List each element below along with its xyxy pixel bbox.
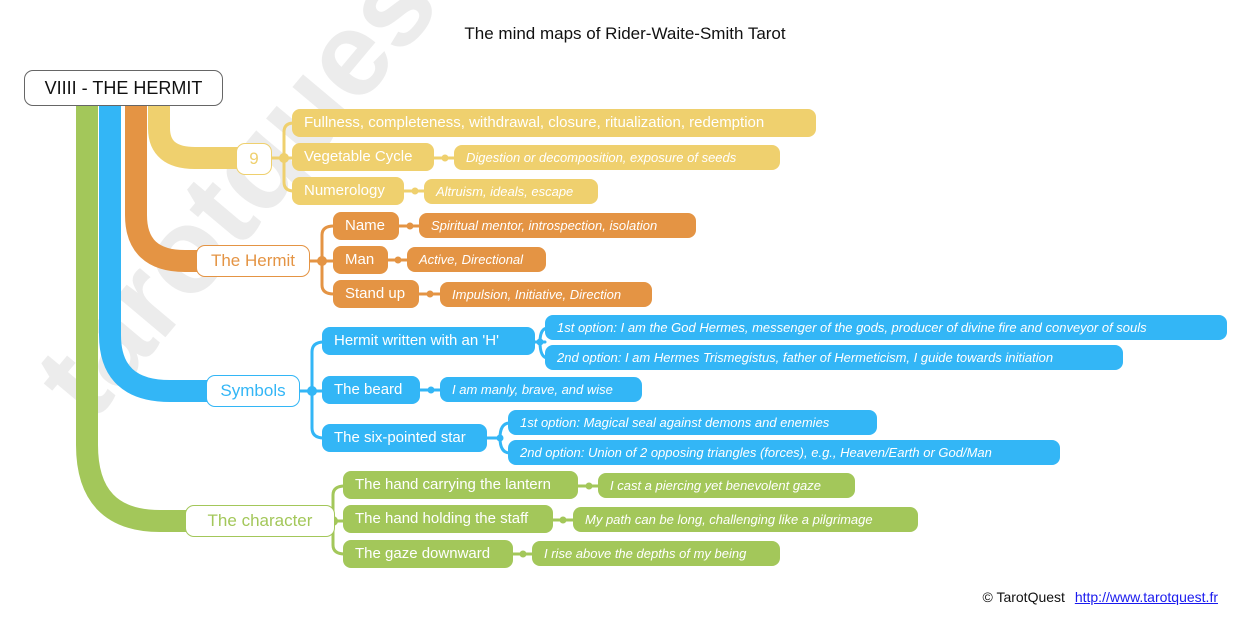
node-stand-up[interactable]: Stand up <box>333 280 419 308</box>
detail-hermit-h-1[interactable]: 1st option: I am the God Hermes, messeng… <box>545 315 1227 340</box>
detail-man[interactable]: Active, Directional <box>407 247 546 272</box>
node-fullness[interactable]: Fullness, completeness, withdrawal, clos… <box>292 109 816 137</box>
footer: © TarotQuest http://www.tarotquest.fr <box>983 589 1219 605</box>
node-symbols[interactable]: Symbols <box>206 375 300 407</box>
node-six-pointed-star[interactable]: The six-pointed star <box>322 424 487 452</box>
detail-gaze[interactable]: I rise above the depths of my being <box>532 541 780 566</box>
node-the-hermit[interactable]: The Hermit <box>196 245 310 277</box>
page-title: The mind maps of Rider-Waite-Smith Tarot <box>464 24 786 43</box>
branch-symbols-line <box>99 89 219 402</box>
copyright: © TarotQuest <box>982 589 1065 605</box>
branch-hermit-line <box>125 89 209 272</box>
website-link[interactable]: http://www.tarotquest.fr <box>1074 589 1218 605</box>
node-hermit-h[interactable]: Hermit written with an 'H' <box>322 327 535 355</box>
node-numerology[interactable]: Numerology <box>292 177 404 205</box>
detail-stand-up[interactable]: Impulsion, Initiative, Direction <box>440 282 652 307</box>
branch-number-line <box>148 89 249 169</box>
detail-numerology[interactable]: Altruism, ideals, escape <box>424 179 598 204</box>
detail-vegetable-cycle[interactable]: Digestion or decomposition, exposure of … <box>454 145 780 170</box>
node-gaze[interactable]: The gaze downward <box>343 540 513 568</box>
detail-hermit-h-2[interactable]: 2nd option: I am Hermes Trismegistus, fa… <box>545 345 1123 370</box>
node-vegetable-cycle[interactable]: Vegetable Cycle <box>292 143 434 171</box>
detail-lantern[interactable]: I cast a piercing yet benevolent gaze <box>598 473 855 498</box>
node-lantern[interactable]: The hand carrying the lantern <box>343 471 578 499</box>
detail-name[interactable]: Spiritual mentor, introspection, isolati… <box>419 213 696 238</box>
node-the-character[interactable]: The character <box>185 505 335 537</box>
detail-star-1[interactable]: 1st option: Magical seal against demons … <box>508 410 877 435</box>
detail-star-2[interactable]: 2nd option: Union of 2 opposing triangle… <box>508 440 1060 465</box>
root-node[interactable]: VIIII - THE HERMIT <box>24 70 223 106</box>
node-man[interactable]: Man <box>333 246 388 274</box>
detail-staff[interactable]: My path can be long, challenging like a … <box>573 507 918 532</box>
node-staff[interactable]: The hand holding the staff <box>343 505 553 533</box>
node-number[interactable]: 9 <box>236 143 272 175</box>
node-beard[interactable]: The beard <box>322 376 420 404</box>
detail-beard[interactable]: I am manly, brave, and wise <box>440 377 642 402</box>
branch-character-line <box>76 89 198 532</box>
node-name[interactable]: Name <box>333 212 399 240</box>
